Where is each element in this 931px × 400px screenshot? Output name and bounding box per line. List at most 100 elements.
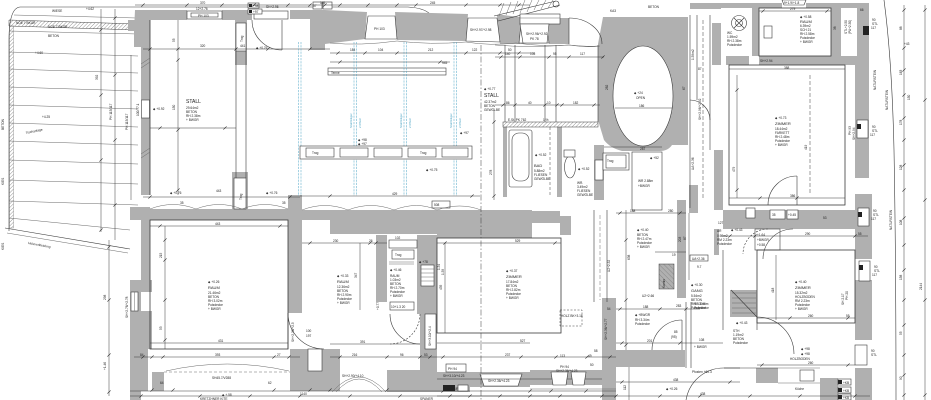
svg-text:KIES: KIES xyxy=(1,178,5,185)
svg-text:12+2.76: 12+2.76 xyxy=(196,7,208,11)
svg-text:PH 115/117: PH 115/117 xyxy=(109,103,113,120)
svg-text:RH 2.90m: RH 2.90m xyxy=(337,293,352,297)
svg-text:SH+3.10/+4.23: SH+3.10/+4.23 xyxy=(443,374,465,378)
svg-text:FLIESEN: FLIESEN xyxy=(577,189,591,193)
svg-text:PH 94: PH 94 xyxy=(560,365,569,369)
svg-text:188: 188 xyxy=(630,209,636,213)
svg-text:RH 2.82m: RH 2.82m xyxy=(506,288,521,292)
svg-text:KIES: KIES xyxy=(1,243,5,250)
svg-text:UA+2.36: UA+2.36 xyxy=(692,257,705,261)
svg-text:128: 128 xyxy=(899,164,903,170)
svg-text:Stahlträger: Stahlträger xyxy=(349,113,353,128)
svg-text:260: 260 xyxy=(808,314,814,318)
svg-text:184: 184 xyxy=(350,48,356,52)
svg-text:+ BWGR: + BWGR xyxy=(506,296,519,300)
svg-text:RH 2.30m: RH 2.30m xyxy=(691,302,706,306)
svg-text:+BWGR: +BWGR xyxy=(444,386,459,391)
svg-text:RAUM: RAUM xyxy=(390,274,400,278)
svg-text:BETON: BETON xyxy=(186,110,198,114)
svg-text:RAUM: RAUM xyxy=(337,279,349,284)
svg-text:113: 113 xyxy=(560,354,565,358)
svg-text:178: 178 xyxy=(899,119,903,125)
svg-text:347: 347 xyxy=(354,272,358,278)
svg-text:163: 163 xyxy=(899,69,903,75)
svg-text:283: 283 xyxy=(676,304,682,308)
svg-text:26: 26 xyxy=(369,239,373,243)
svg-text:RH 2.38m: RH 2.38m xyxy=(186,114,201,118)
svg-text:67: 67 xyxy=(682,86,686,90)
svg-text:◆ +78: ◆ +78 xyxy=(419,260,428,264)
svg-text:55: 55 xyxy=(858,232,862,236)
svg-text:SPANER: SPANER xyxy=(420,397,434,400)
svg-text:479: 479 xyxy=(732,166,736,172)
svg-text:3.49m2: 3.49m2 xyxy=(577,185,588,189)
svg-text:370: 370 xyxy=(200,1,206,5)
svg-text:62: 62 xyxy=(268,381,272,385)
svg-text:108: 108 xyxy=(699,338,705,342)
svg-text:STALL: STALL xyxy=(484,93,499,99)
svg-text:182: 182 xyxy=(573,101,579,105)
svg-text:STL: STL xyxy=(873,213,879,217)
svg-text:BETON: BETON xyxy=(484,104,496,108)
svg-text:Putzdecke: Putzdecke xyxy=(795,303,810,307)
svg-text:Trog: Trog xyxy=(240,35,244,42)
svg-text:+0.45: +0.45 xyxy=(788,213,796,217)
svg-text:85: 85 xyxy=(674,330,678,334)
svg-text:◆ +BWGR: ◆ +BWGR xyxy=(635,313,651,317)
svg-text:(95): (95) xyxy=(671,335,677,339)
svg-text:90: 90 xyxy=(871,349,875,353)
svg-text:+ BWGR: + BWGR xyxy=(390,294,403,298)
svg-text:Putzdecke: Putzdecke xyxy=(800,36,815,40)
svg-text:PH 115/117: PH 115/117 xyxy=(125,113,129,130)
svg-text:◆ +98: ◆ +98 xyxy=(801,352,810,356)
svg-text:◆ +0.46: ◆ +0.46 xyxy=(390,268,402,272)
svg-text:◆ +0.77: ◆ +0.77 xyxy=(484,87,496,91)
svg-text:◆ +0.73: ◆ +0.73 xyxy=(775,116,787,120)
svg-text:102: 102 xyxy=(395,236,401,240)
svg-text:SH45.7/V288: SH45.7/V288 xyxy=(212,376,231,380)
svg-text:SH+2.36/+4.23: SH+2.36/+4.23 xyxy=(556,369,578,373)
svg-text:RH 2.58m: RH 2.58m xyxy=(800,32,815,36)
svg-text:RAUM: RAUM xyxy=(800,19,812,24)
svg-text:◆ +0.92: ◆ +0.92 xyxy=(153,107,165,111)
svg-text:BAD: BAD xyxy=(534,163,542,168)
svg-text:429: 429 xyxy=(392,192,398,196)
svg-text:◆ +0.40: ◆ +0.40 xyxy=(795,280,807,284)
svg-text:9.7: 9.7 xyxy=(697,265,702,269)
svg-text:188: 188 xyxy=(643,305,649,309)
svg-text:280: 280 xyxy=(668,209,674,213)
svg-text:86: 86 xyxy=(506,101,510,105)
svg-text:HOLZBODEN: HOLZBODEN xyxy=(795,295,816,299)
svg-text:117: 117 xyxy=(872,273,877,277)
svg-text:RAUM: RAUM xyxy=(208,285,220,290)
svg-text:Putzdecke: Putzdecke xyxy=(637,241,652,245)
svg-text:945: 945 xyxy=(442,61,448,65)
svg-text:RH 2.40m: RH 2.40m xyxy=(694,302,709,306)
svg-text:418: 418 xyxy=(771,287,775,293)
svg-text:53: 53 xyxy=(823,216,827,220)
svg-text:BETON: BETON xyxy=(506,284,518,288)
svg-text:◆ +0.37: ◆ +0.37 xyxy=(506,269,518,273)
svg-text:RH 3.34m: RH 3.34m xyxy=(635,318,650,322)
svg-text:230: 230 xyxy=(333,239,339,243)
svg-text:SH+2.36/+2.5: SH+2.36/+2.5 xyxy=(291,322,295,342)
svg-text:Putzdecke: Putzdecke xyxy=(691,306,706,310)
svg-text:443: 443 xyxy=(215,222,221,226)
svg-text:+ BWGR: + BWGR xyxy=(337,301,350,305)
svg-text:Stahlträger: Stahlträger xyxy=(449,113,453,128)
svg-text:419: 419 xyxy=(804,144,808,150)
svg-text:6.39m2: 6.39m2 xyxy=(800,24,811,28)
svg-text:108: 108 xyxy=(899,219,903,225)
svg-text:441: 441 xyxy=(240,44,246,48)
svg-text:◆ +0.26: ◆ +0.26 xyxy=(208,280,220,284)
svg-text:21.46m2: 21.46m2 xyxy=(208,291,221,295)
svg-text:53: 53 xyxy=(424,353,428,357)
svg-text:BETON: BETON xyxy=(1,118,5,130)
svg-text:117: 117 xyxy=(871,26,876,30)
svg-text:◆ +97: ◆ +97 xyxy=(358,142,367,146)
svg-text:245: 245 xyxy=(430,1,436,5)
svg-text:215: 215 xyxy=(159,252,163,258)
svg-text:RM 2.23m: RM 2.23m xyxy=(717,238,732,242)
svg-text:42.37m2: 42.37m2 xyxy=(484,100,497,104)
svg-text:Pfosten +60.3: Pfosten +60.3 xyxy=(692,370,712,374)
